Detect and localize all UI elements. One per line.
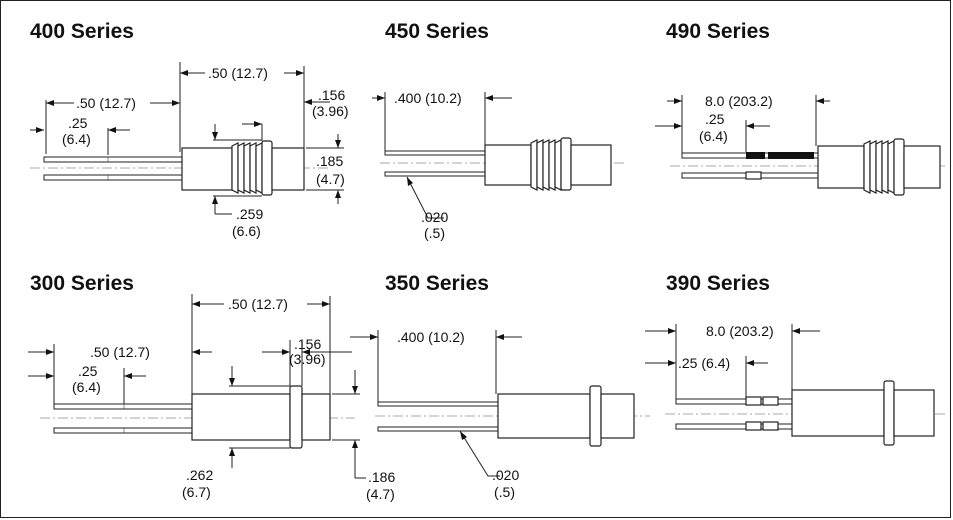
series-400-title: 400 Series	[30, 20, 134, 43]
dim-400-flange-dia: .259	[236, 206, 263, 222]
dim-300-flange-dia-mm: (6.7)	[182, 484, 211, 500]
dim-350-lead-dia: .020	[492, 467, 519, 483]
dim-450-lead-dia-mm: (.5)	[424, 225, 445, 241]
dim-300-lead-offset: .50 (12.7)	[90, 344, 150, 360]
lamp-flange	[893, 138, 905, 196]
series-350-title: 350 Series	[385, 272, 489, 295]
lamp-body	[484, 144, 532, 186]
dim-450-lead-dia: .020	[421, 209, 448, 225]
lead-bottom	[53, 427, 193, 434]
lamp-body	[791, 389, 885, 437]
dim-490-strip-length-mm: (6.4)	[699, 128, 728, 144]
lamp-flange	[883, 380, 895, 446]
dim-350-lead-length: .400 (10.2)	[397, 329, 465, 345]
series-450-diagram: 450 Series .400 (10.2) .020 (.5)	[372, 20, 625, 241]
dim-300-strip-length: .25	[78, 363, 98, 379]
lead-top	[377, 401, 499, 407]
dim-300-flange-dia: .262	[186, 467, 213, 483]
series-300-diagram: 300 Series .50 (12.7) .50 (12.7) .25 (6.…	[28, 272, 395, 502]
series-400-diagram: 400 Series .50 (12.7) .50 (12.7)	[30, 20, 349, 239]
lamp-lens	[600, 393, 635, 439]
dim-400-body-dia-mm: (4.7)	[316, 171, 345, 187]
dim-400-body-dia: .185	[316, 153, 343, 169]
series-490-diagram: 490 Series 8.0 (203.2) .25 (6.4)	[655, 20, 945, 196]
lamp-flange	[589, 385, 602, 447]
dim-400-flange-dia-mm: (6.6)	[232, 223, 261, 239]
lamp-body	[191, 393, 291, 441]
lamp-body	[817, 145, 865, 189]
lamp-flange	[261, 140, 273, 196]
lamp-flange	[560, 137, 572, 191]
dim-400-body-length: .50 (12.7)	[208, 65, 268, 81]
dim-300-body-dia: .186	[368, 469, 395, 485]
dim-300-strip-length-mm: (6.4)	[72, 379, 101, 395]
dim-300-flange-mm: (3.96)	[289, 351, 326, 367]
lead-top	[43, 156, 183, 163]
lamp-flange	[289, 385, 303, 449]
dim-400-flange: .156	[318, 87, 345, 103]
dim-450-lead-length: .400 (10.2)	[394, 90, 462, 106]
dim-300-body-dia-mm: (4.7)	[366, 486, 395, 502]
dim-300-body-length: .50 (12.7)	[228, 296, 288, 312]
wire-insulation	[746, 152, 765, 159]
lamp-lens	[301, 393, 331, 441]
series-300-title: 300 Series	[30, 272, 134, 295]
lamp-body	[497, 393, 591, 439]
dim-390-lead-length: 8.0 (203.2)	[706, 323, 774, 339]
lamp-lens	[271, 147, 305, 191]
dim-400-strip-length-mm: (6.4)	[62, 131, 91, 147]
wire-insulation	[768, 152, 814, 159]
lamp-lens	[903, 145, 941, 189]
dim-350-lead-dia-mm: (.5)	[494, 484, 515, 500]
lead-top	[53, 403, 193, 410]
dim-490-lead-length: 8.0 (203.2)	[705, 93, 773, 109]
lamp-lens	[893, 389, 935, 437]
lead-bottom	[377, 426, 499, 432]
dim-400-flange-mm: (3.96)	[312, 103, 349, 119]
series-390-diagram: 390 Series 8.0 (203.2) .25 (6.4)	[645, 272, 945, 446]
dim-490-strip-length: .25	[705, 111, 725, 127]
dim-300-flange: .156	[294, 336, 321, 352]
lamp-lens	[570, 144, 612, 186]
lamp-body	[181, 147, 233, 191]
dim-390-strip-length: .25 (6.4)	[678, 355, 730, 371]
dim-400-lead-offset: .50 (12.7)	[76, 95, 136, 111]
dim-400-strip-length: .25	[68, 115, 88, 131]
series-450-title: 450 Series	[385, 20, 489, 43]
lead-bottom	[384, 171, 486, 177]
series-350-diagram: 350 Series .400 (10.2) .020 (.5)	[350, 272, 650, 500]
lead-bottom	[43, 174, 183, 181]
lead-top	[384, 150, 486, 156]
series-390-title: 390 Series	[666, 272, 770, 295]
series-490-title: 490 Series	[666, 20, 770, 43]
